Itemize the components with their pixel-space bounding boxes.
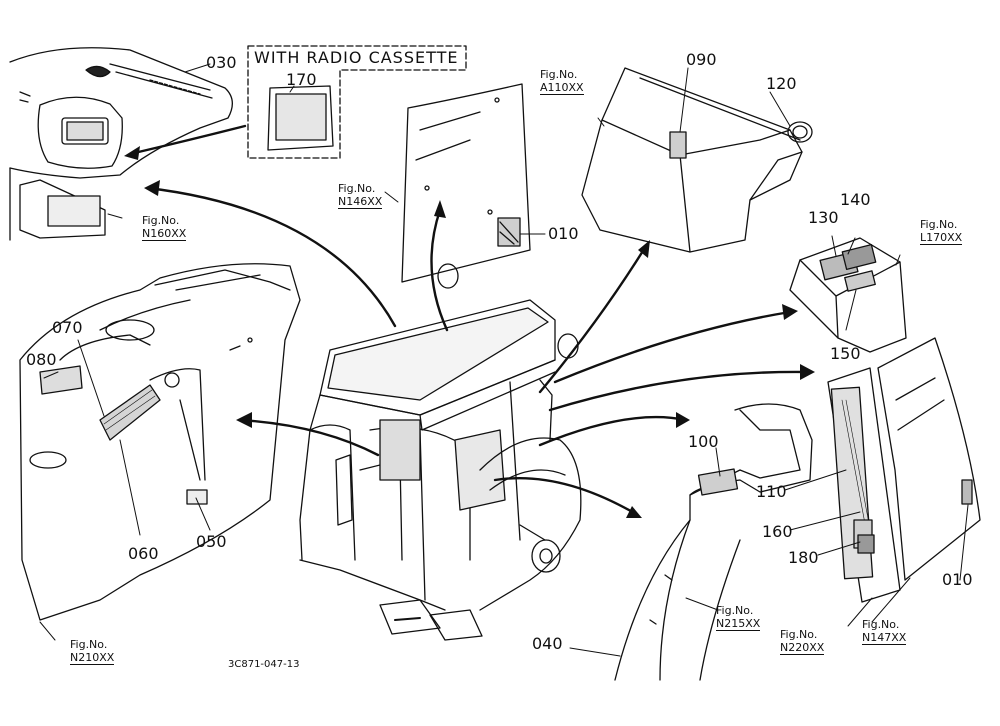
leader-lines [39,63,969,657]
fig-ref-a110-number: A110XX [540,81,584,95]
left-interior-panel [19,263,301,621]
part-label-160: 160 [762,522,793,541]
door-glass [877,337,981,581]
part-label-010-rear-glass: 010 [548,224,579,243]
fig-ref-n146-number: N146XX [338,195,383,209]
rear-window-glass [401,83,531,283]
pillar-trim [827,367,901,603]
fig-ref-l170-number: L170XX [920,231,963,245]
fig-ref-n147-caption: Fig.No. [862,618,900,631]
fig-ref-l170: Fig.No. L170XX [920,218,963,245]
drawing-code: 3C871-047-13 [228,659,300,670]
tractor-cab [299,263,582,641]
fig-ref-a110-caption: Fig.No. [540,68,578,81]
fig-ref-n160-number: N160XX [142,227,187,241]
fig-ref-n160: Fig.No. N160XX [142,214,187,241]
part-label-170: 170 [286,70,317,89]
fig-ref-n220-number: N220XX [780,641,825,655]
part-label-110: 110 [756,482,787,501]
rear-fender [614,403,813,681]
part-label-130: 130 [808,208,839,227]
part-label-040: 040 [532,634,563,653]
part-label-060: 060 [128,544,159,563]
fig-ref-n220: Fig.No. N220XX [780,628,825,655]
part-label-100: 100 [688,432,719,451]
part-label-080: 080 [26,350,57,369]
fig-ref-n210-caption: Fig.No. [70,638,108,651]
arrow-heads [124,146,815,518]
fig-ref-n215: Fig.No. N215XX [716,604,761,631]
assembly-arrows [128,124,810,516]
part-label-150: 150 [830,344,861,363]
part-label-010-door-glass: 010 [942,570,973,589]
fig-ref-l170-caption: Fig.No. [920,218,958,231]
fuel-tank [581,67,813,253]
radio-cassette-heading: WITH RADIO CASSETTE [254,48,459,67]
side-cover-decals [789,237,907,353]
fig-ref-n215-number: N215XX [716,617,761,631]
headliner-console-drawing [9,47,233,241]
part-label-050: 050 [196,532,227,551]
fig-ref-n146-caption: Fig.No. [338,182,376,195]
radio-cassette-inset [247,45,467,159]
fig-ref-n210: Fig.No. N210XX [70,638,115,665]
fig-ref-n147: Fig.No. N147XX [862,618,907,645]
fig-ref-n146: Fig.No. N146XX [338,182,383,209]
part-label-030: 030 [206,53,237,72]
fig-ref-n160-caption: Fig.No. [142,214,180,227]
part-label-090: 090 [686,50,717,69]
part-label-140: 140 [840,190,871,209]
fig-ref-n210-number: N210XX [70,651,115,665]
part-label-180: 180 [788,548,819,567]
part-label-120: 120 [766,74,797,93]
fig-ref-a110: Fig.No. A110XX [540,68,584,95]
part-label-070: 070 [52,318,83,337]
fig-ref-n220-caption: Fig.No. [780,628,818,641]
fig-ref-n215-caption: Fig.No. [716,604,754,617]
fig-ref-n147-number: N147XX [862,631,907,645]
